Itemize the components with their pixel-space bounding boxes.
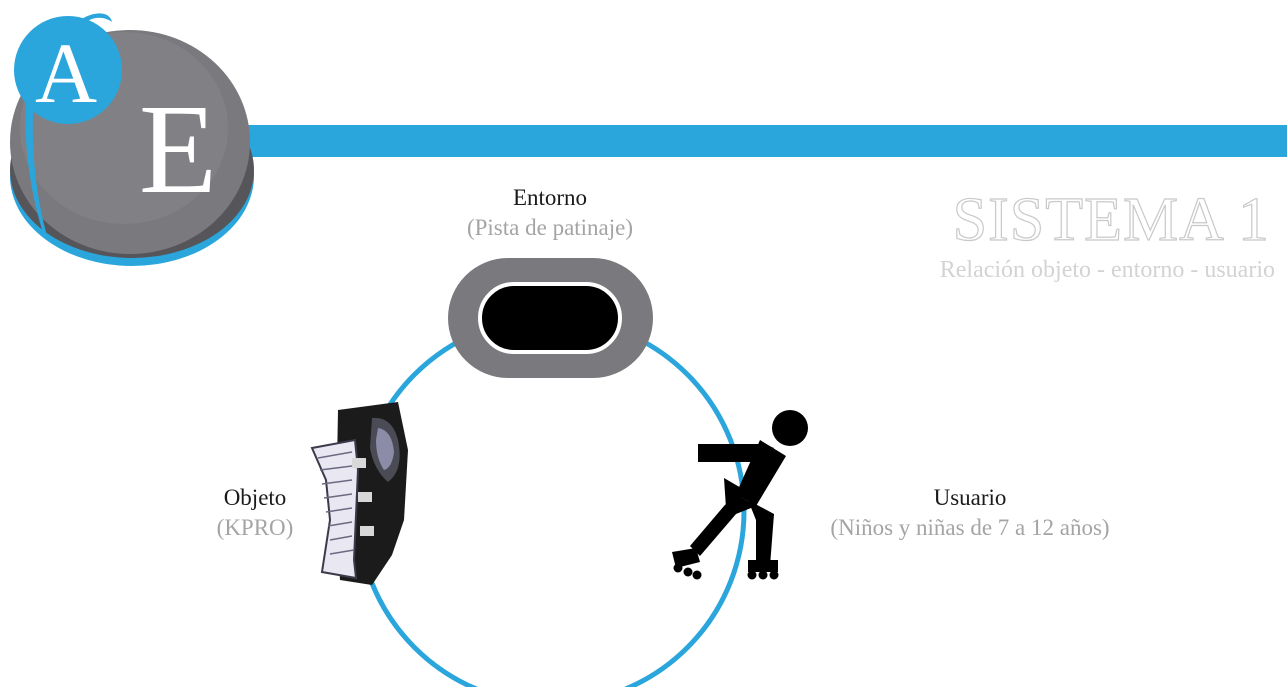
objeto-detail: (KPRO) — [180, 513, 330, 543]
entorno-detail: (Pista de patinaje) — [420, 213, 680, 243]
usuario-detail: (Niños y niñas de 7 a 12 años) — [780, 513, 1160, 543]
logo-letter-e: E — [139, 78, 217, 220]
page-subtitle: Relación objeto - entorno - usuario — [780, 255, 1275, 285]
ae-logo: A E — [0, 0, 270, 270]
usuario-label: Usuario — [780, 483, 1160, 513]
skating-rink-icon — [448, 258, 653, 378]
objeto-label: Objeto — [180, 483, 330, 513]
logo-letter-a: A — [35, 25, 97, 121]
entorno-node-label: Entorno (Pista de patinaje) — [420, 183, 680, 243]
objeto-node-label: Objeto (KPRO) — [180, 483, 330, 543]
entorno-label: Entorno — [420, 183, 680, 213]
page-title: SISTEMA 1 — [840, 188, 1270, 252]
usuario-node-label: Usuario (Niños y niñas de 7 a 12 años) — [780, 483, 1160, 543]
